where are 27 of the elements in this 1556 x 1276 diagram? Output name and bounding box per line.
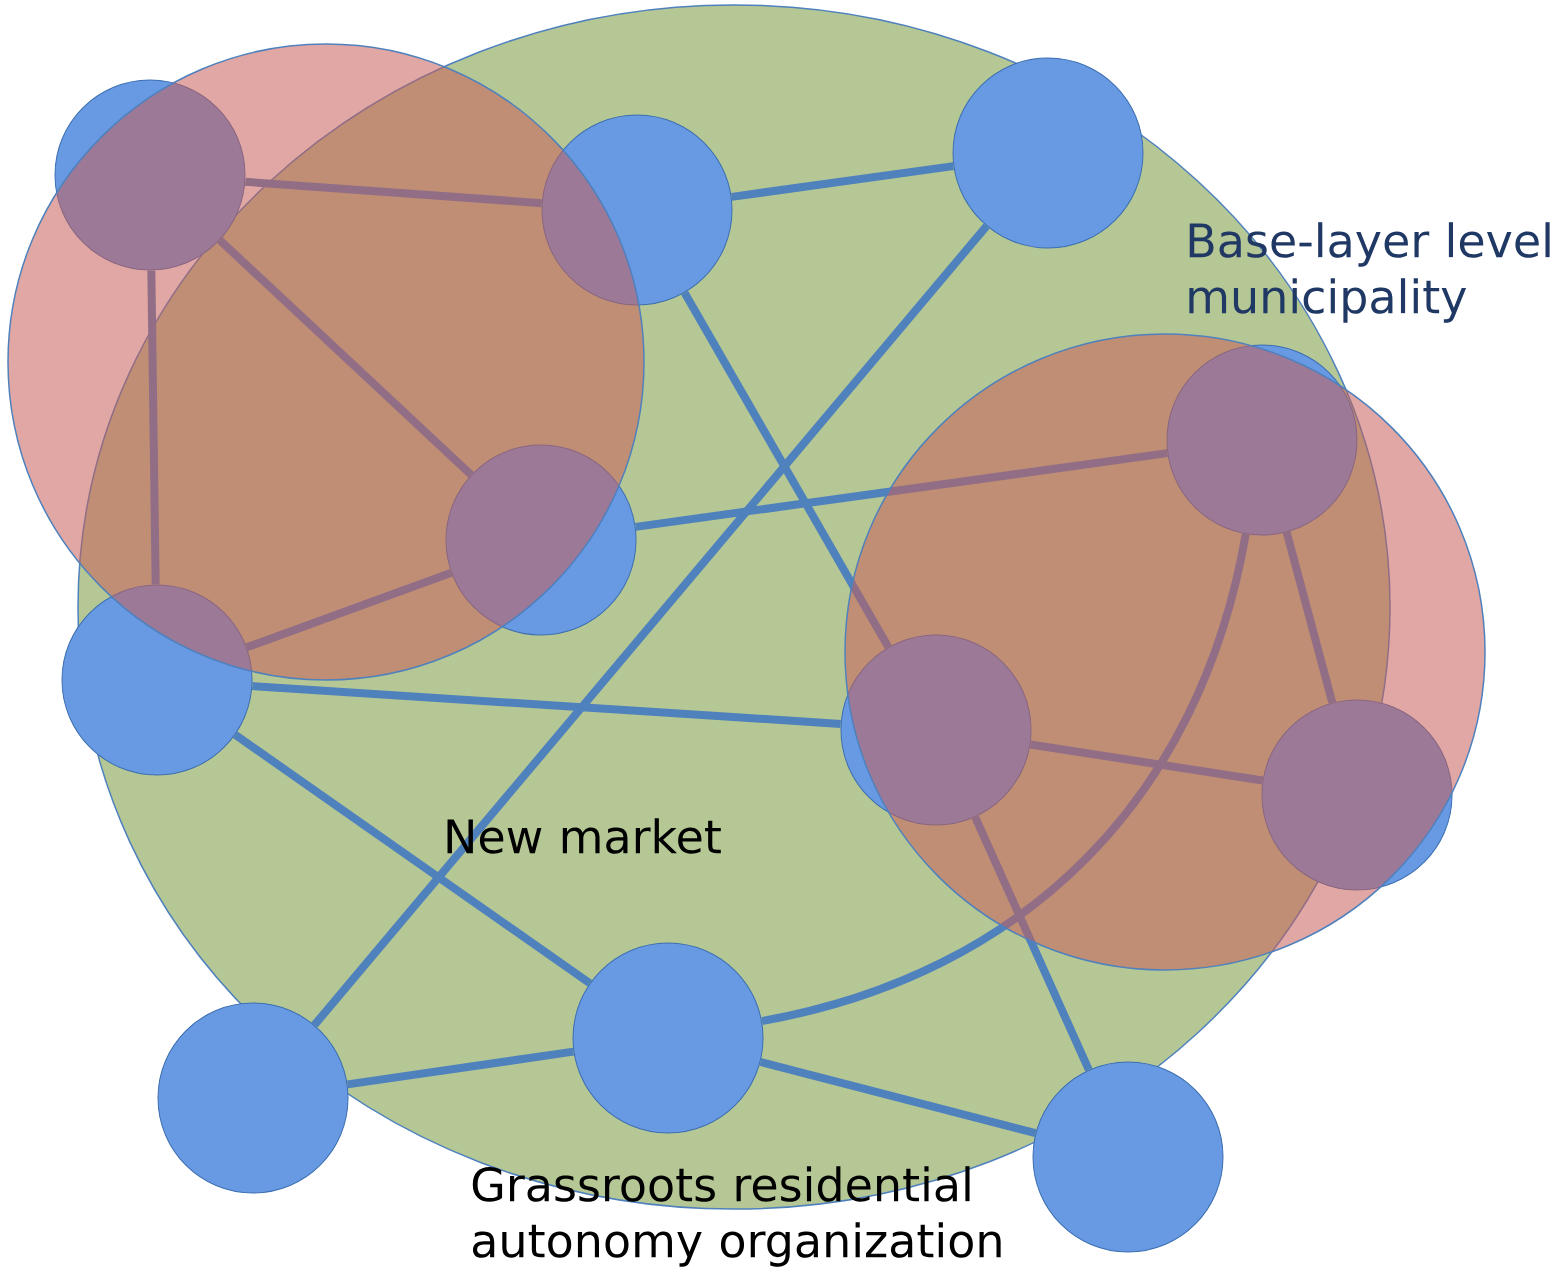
connector-line <box>759 1058 1037 1137</box>
circle-node <box>1032 1061 1224 1253</box>
connector-line <box>346 1047 575 1089</box>
connector-line <box>217 237 474 478</box>
circle-node <box>840 634 1032 826</box>
connector-line <box>1282 531 1337 704</box>
circle-node <box>952 57 1144 249</box>
circle-node <box>54 79 246 271</box>
circle-node <box>572 942 764 1134</box>
connector-line <box>244 177 543 208</box>
connector-line <box>147 270 160 585</box>
area-label: New market <box>447 818 721 854</box>
connector-line <box>1029 740 1264 785</box>
circle-node <box>61 584 253 776</box>
circle-node <box>1166 344 1358 536</box>
connector-line <box>232 731 593 987</box>
connector-line <box>761 533 1250 1025</box>
area-label: Grassroots residential autonomy organization <box>472 1166 1001 1267</box>
connector-line <box>311 223 990 1028</box>
circle-node <box>1261 699 1453 891</box>
circle-node <box>445 444 637 636</box>
connector-line <box>971 815 1093 1072</box>
connector-line <box>245 568 453 652</box>
circle-node <box>541 114 733 306</box>
connector-line <box>681 290 892 650</box>
circle-node <box>157 1002 349 1194</box>
connector-line <box>635 449 1168 531</box>
